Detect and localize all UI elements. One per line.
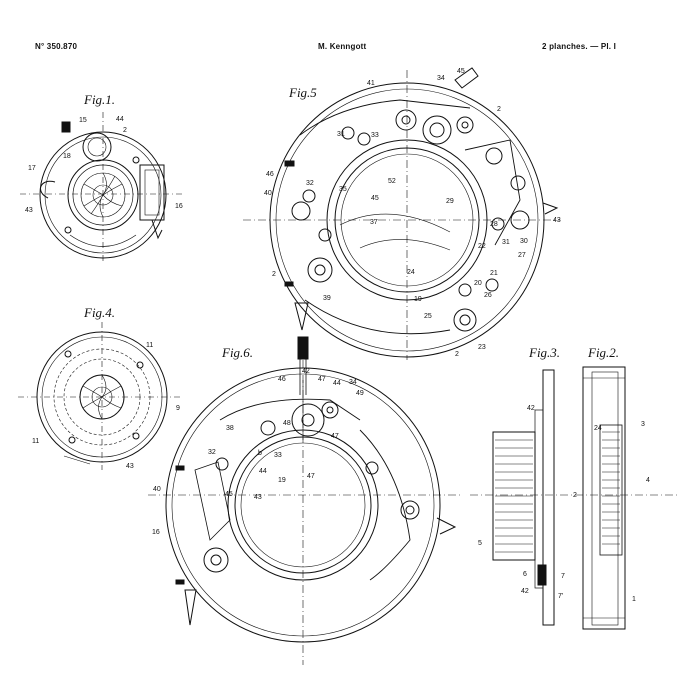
- figure-6: Fig.6.: [148, 337, 460, 665]
- svg-text:45: 45: [225, 491, 233, 498]
- svg-text:4: 4: [646, 477, 650, 484]
- fig2-label: Fig.2.: [587, 345, 619, 360]
- fig6-callouts: 42 46 47 44 34 49 38 48 47 32 b 33 44 19…: [152, 368, 364, 536]
- svg-text:9: 9: [176, 405, 180, 412]
- svg-text:48: 48: [283, 420, 291, 427]
- svg-text:31: 31: [337, 131, 345, 138]
- svg-text:20: 20: [474, 280, 482, 287]
- svg-text:47: 47: [331, 433, 339, 440]
- svg-text:42: 42: [302, 368, 310, 375]
- svg-text:44: 44: [333, 380, 341, 387]
- svg-text:29: 29: [446, 198, 454, 205]
- svg-text:22: 22: [478, 243, 486, 250]
- svg-text:11: 11: [32, 438, 39, 445]
- svg-text:2: 2: [497, 106, 501, 113]
- svg-text:43: 43: [25, 207, 33, 214]
- svg-text:24: 24: [594, 425, 602, 432]
- svg-text:46: 46: [266, 171, 274, 178]
- svg-text:49: 49: [356, 390, 364, 397]
- fig1-label: Fig.1.: [83, 92, 115, 107]
- svg-text:45: 45: [371, 195, 379, 202]
- svg-text:43: 43: [553, 217, 561, 224]
- fig6-label: Fig.6.: [221, 345, 253, 360]
- svg-text:44: 44: [116, 116, 124, 123]
- svg-text:32: 32: [208, 449, 216, 456]
- svg-text:26: 26: [484, 292, 492, 299]
- svg-text:5: 5: [478, 540, 482, 547]
- svg-text:28: 28: [490, 221, 498, 228]
- fig3-label: Fig.3.: [528, 345, 560, 360]
- fig5-label: Fig.5: [288, 85, 317, 100]
- svg-text:31: 31: [502, 239, 510, 246]
- svg-text:47: 47: [318, 376, 326, 383]
- svg-text:2: 2: [123, 127, 127, 134]
- svg-text:43: 43: [254, 494, 262, 501]
- svg-text:17: 17: [28, 165, 36, 172]
- svg-text:41: 41: [367, 80, 375, 87]
- svg-text:16: 16: [175, 203, 183, 210]
- svg-text:33: 33: [274, 452, 282, 459]
- svg-text:45: 45: [457, 68, 465, 75]
- figure-3: Fig.3.: [470, 345, 680, 625]
- svg-text:46: 46: [278, 376, 286, 383]
- svg-text:b: b: [258, 450, 262, 457]
- svg-text:42: 42: [521, 588, 529, 595]
- svg-text:44: 44: [259, 468, 267, 475]
- figure-5: Fig.5: [243, 68, 560, 360]
- svg-text:16: 16: [152, 529, 160, 536]
- svg-text:34: 34: [437, 75, 445, 82]
- svg-text:43: 43: [126, 463, 134, 470]
- svg-text:27: 27: [518, 252, 526, 259]
- svg-text:2: 2: [573, 492, 577, 499]
- svg-text:34: 34: [349, 379, 357, 386]
- svg-text:24: 24: [407, 269, 415, 276]
- svg-text:40: 40: [264, 190, 272, 197]
- svg-text:7': 7': [558, 593, 563, 600]
- svg-text:40: 40: [153, 486, 161, 493]
- svg-text:42: 42: [527, 405, 535, 412]
- fig4-label: Fig.4.: [83, 305, 115, 320]
- figure-2: Fig.2.: [583, 345, 625, 629]
- svg-text:30: 30: [520, 238, 528, 245]
- svg-text:47: 47: [307, 473, 315, 480]
- figure-4: Fig.4.: [18, 305, 180, 470]
- fig5-callouts: 41 34 45 2 31 33 46 52 35 45 40 32 37 29…: [264, 68, 561, 358]
- svg-text:32: 32: [306, 180, 314, 187]
- svg-text:2: 2: [455, 351, 459, 358]
- svg-text:19: 19: [278, 477, 286, 484]
- svg-text:15: 15: [79, 117, 87, 124]
- svg-text:33: 33: [371, 132, 379, 139]
- svg-text:39: 39: [323, 295, 331, 302]
- svg-text:19: 19: [414, 296, 422, 303]
- svg-text:11: 11: [146, 342, 153, 349]
- svg-text:52: 52: [388, 178, 396, 185]
- svg-text:1: 1: [632, 596, 636, 603]
- svg-text:35: 35: [339, 186, 347, 193]
- svg-text:23: 23: [478, 344, 486, 351]
- svg-text:37: 37: [370, 219, 378, 226]
- figure-1: Fig.1.: [20, 92, 185, 262]
- svg-text:38: 38: [226, 425, 234, 432]
- svg-text:21: 21: [490, 270, 498, 277]
- svg-text:6: 6: [523, 571, 527, 578]
- svg-text:2: 2: [272, 271, 276, 278]
- svg-text:3: 3: [641, 421, 645, 428]
- svg-text:18: 18: [63, 153, 71, 160]
- svg-text:25: 25: [424, 313, 432, 320]
- svg-text:7: 7: [561, 573, 565, 580]
